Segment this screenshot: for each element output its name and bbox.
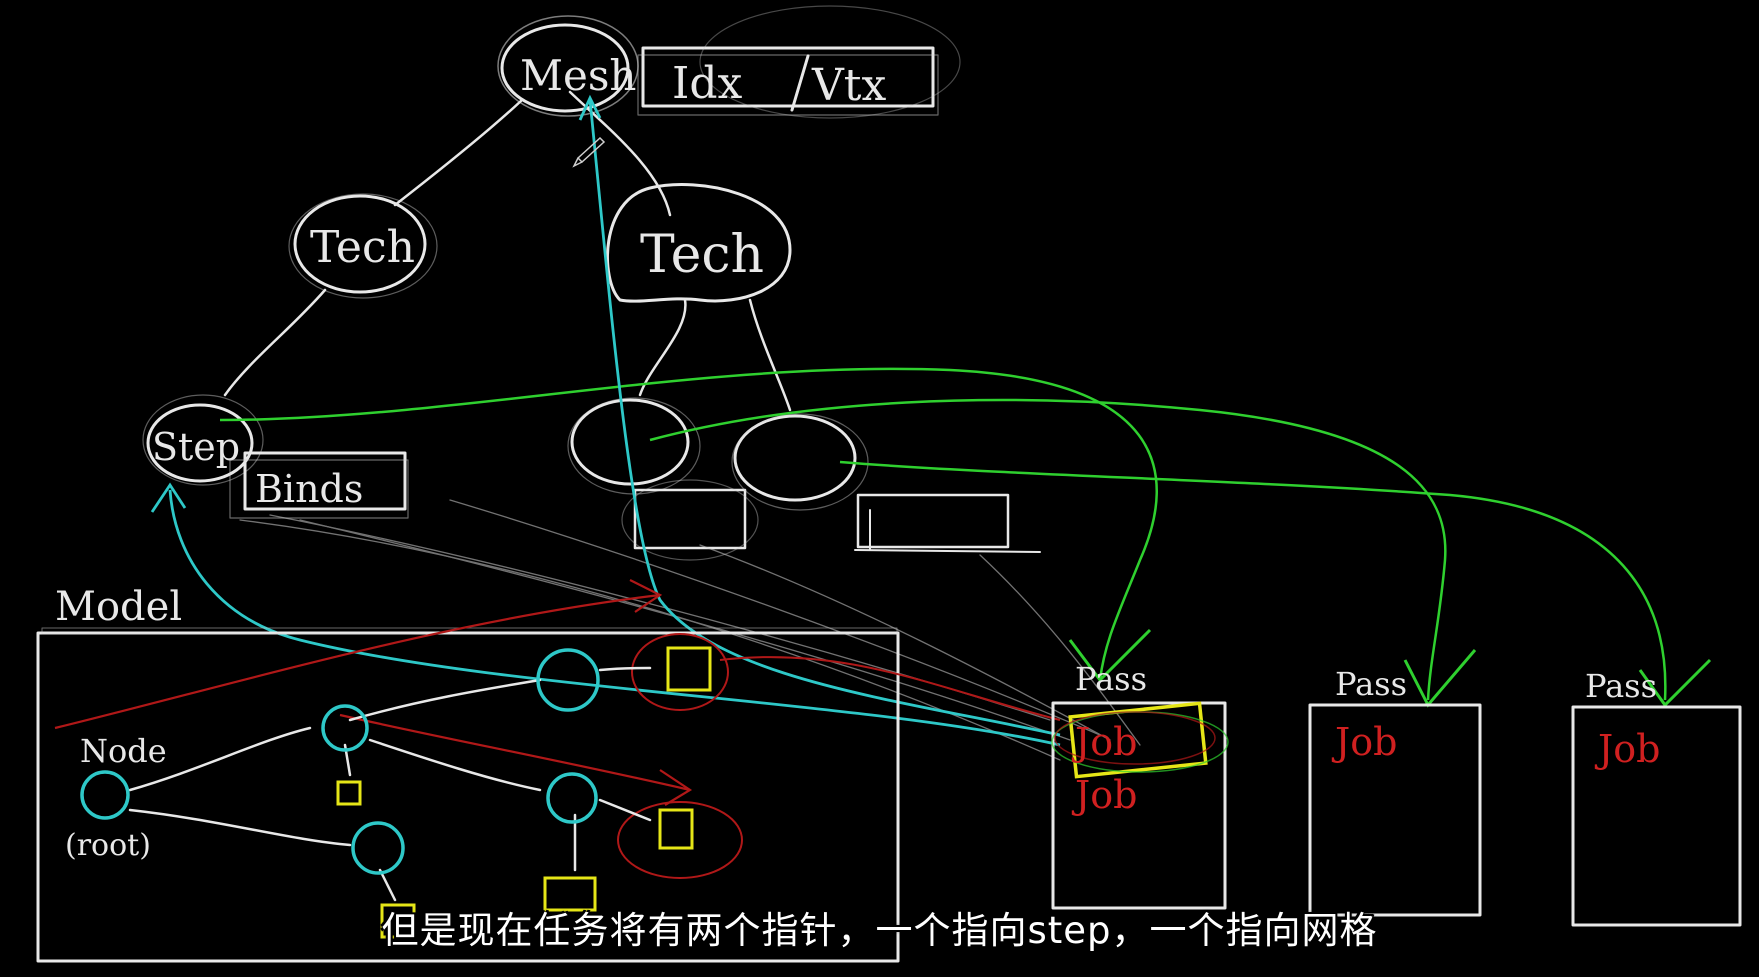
pass-box-3: Pass Job [1571,667,1742,927]
model-node-circle [546,772,598,824]
step-node: Step [142,394,264,486]
root-node-circle [80,770,130,820]
idx-vtx-buffer: Idx Vtx [637,5,961,119]
vtx-label: Vtx [811,60,886,111]
pass1-label: Pass [1075,660,1147,698]
video-subtitle: 但是现在任务将有两个指针，一个指向step，一个指向网格 [381,909,1378,952]
job1a-label: Job [1071,720,1137,764]
job2-label: Job [1331,720,1397,764]
mesh-label: Mesh [520,51,636,100]
pen-cursor-icon [572,136,606,168]
pass-box-2: Pass Job [1308,665,1482,917]
model-node-circle [536,648,600,712]
pass2-label: Pass [1335,665,1407,703]
root-label: (root) [65,828,151,863]
mesh-box [543,876,597,912]
mesh-box [666,646,712,692]
step-node-unlabeled-2 [731,413,1041,553]
pass-box-1: Pass Job Job [1051,660,1229,910]
tech-node-left: Tech [288,193,438,299]
mesh-box [658,808,694,850]
model-label: Model [55,584,182,630]
job3-label: Job [1594,727,1660,771]
mesh-box [380,903,416,939]
node-label: Node [80,732,167,770]
tech-right-label: Tech [640,225,764,285]
cyan-links [150,94,1061,747]
step-label: Step [152,425,240,469]
tech-node-right: Tech [606,183,792,303]
model-section: Model [36,584,900,963]
idx-label: Idx [672,58,743,109]
job1b-label: Job [1071,773,1137,817]
model-node-circle [321,704,369,752]
step-node-unlabeled-1 [567,397,759,561]
binds-label: Binds [255,467,363,511]
pass3-label: Pass [1585,667,1657,705]
mesh-node: Mesh [497,15,639,117]
mesh-box [336,780,362,806]
binds-box: Binds [229,451,409,519]
model-graph: Node (root) [65,646,712,939]
red-paths [54,579,1061,879]
highlighted-job-box [1068,701,1208,779]
green-links [219,367,1712,708]
model-node-circle [351,821,405,875]
tech-left-label: Tech [310,222,415,273]
